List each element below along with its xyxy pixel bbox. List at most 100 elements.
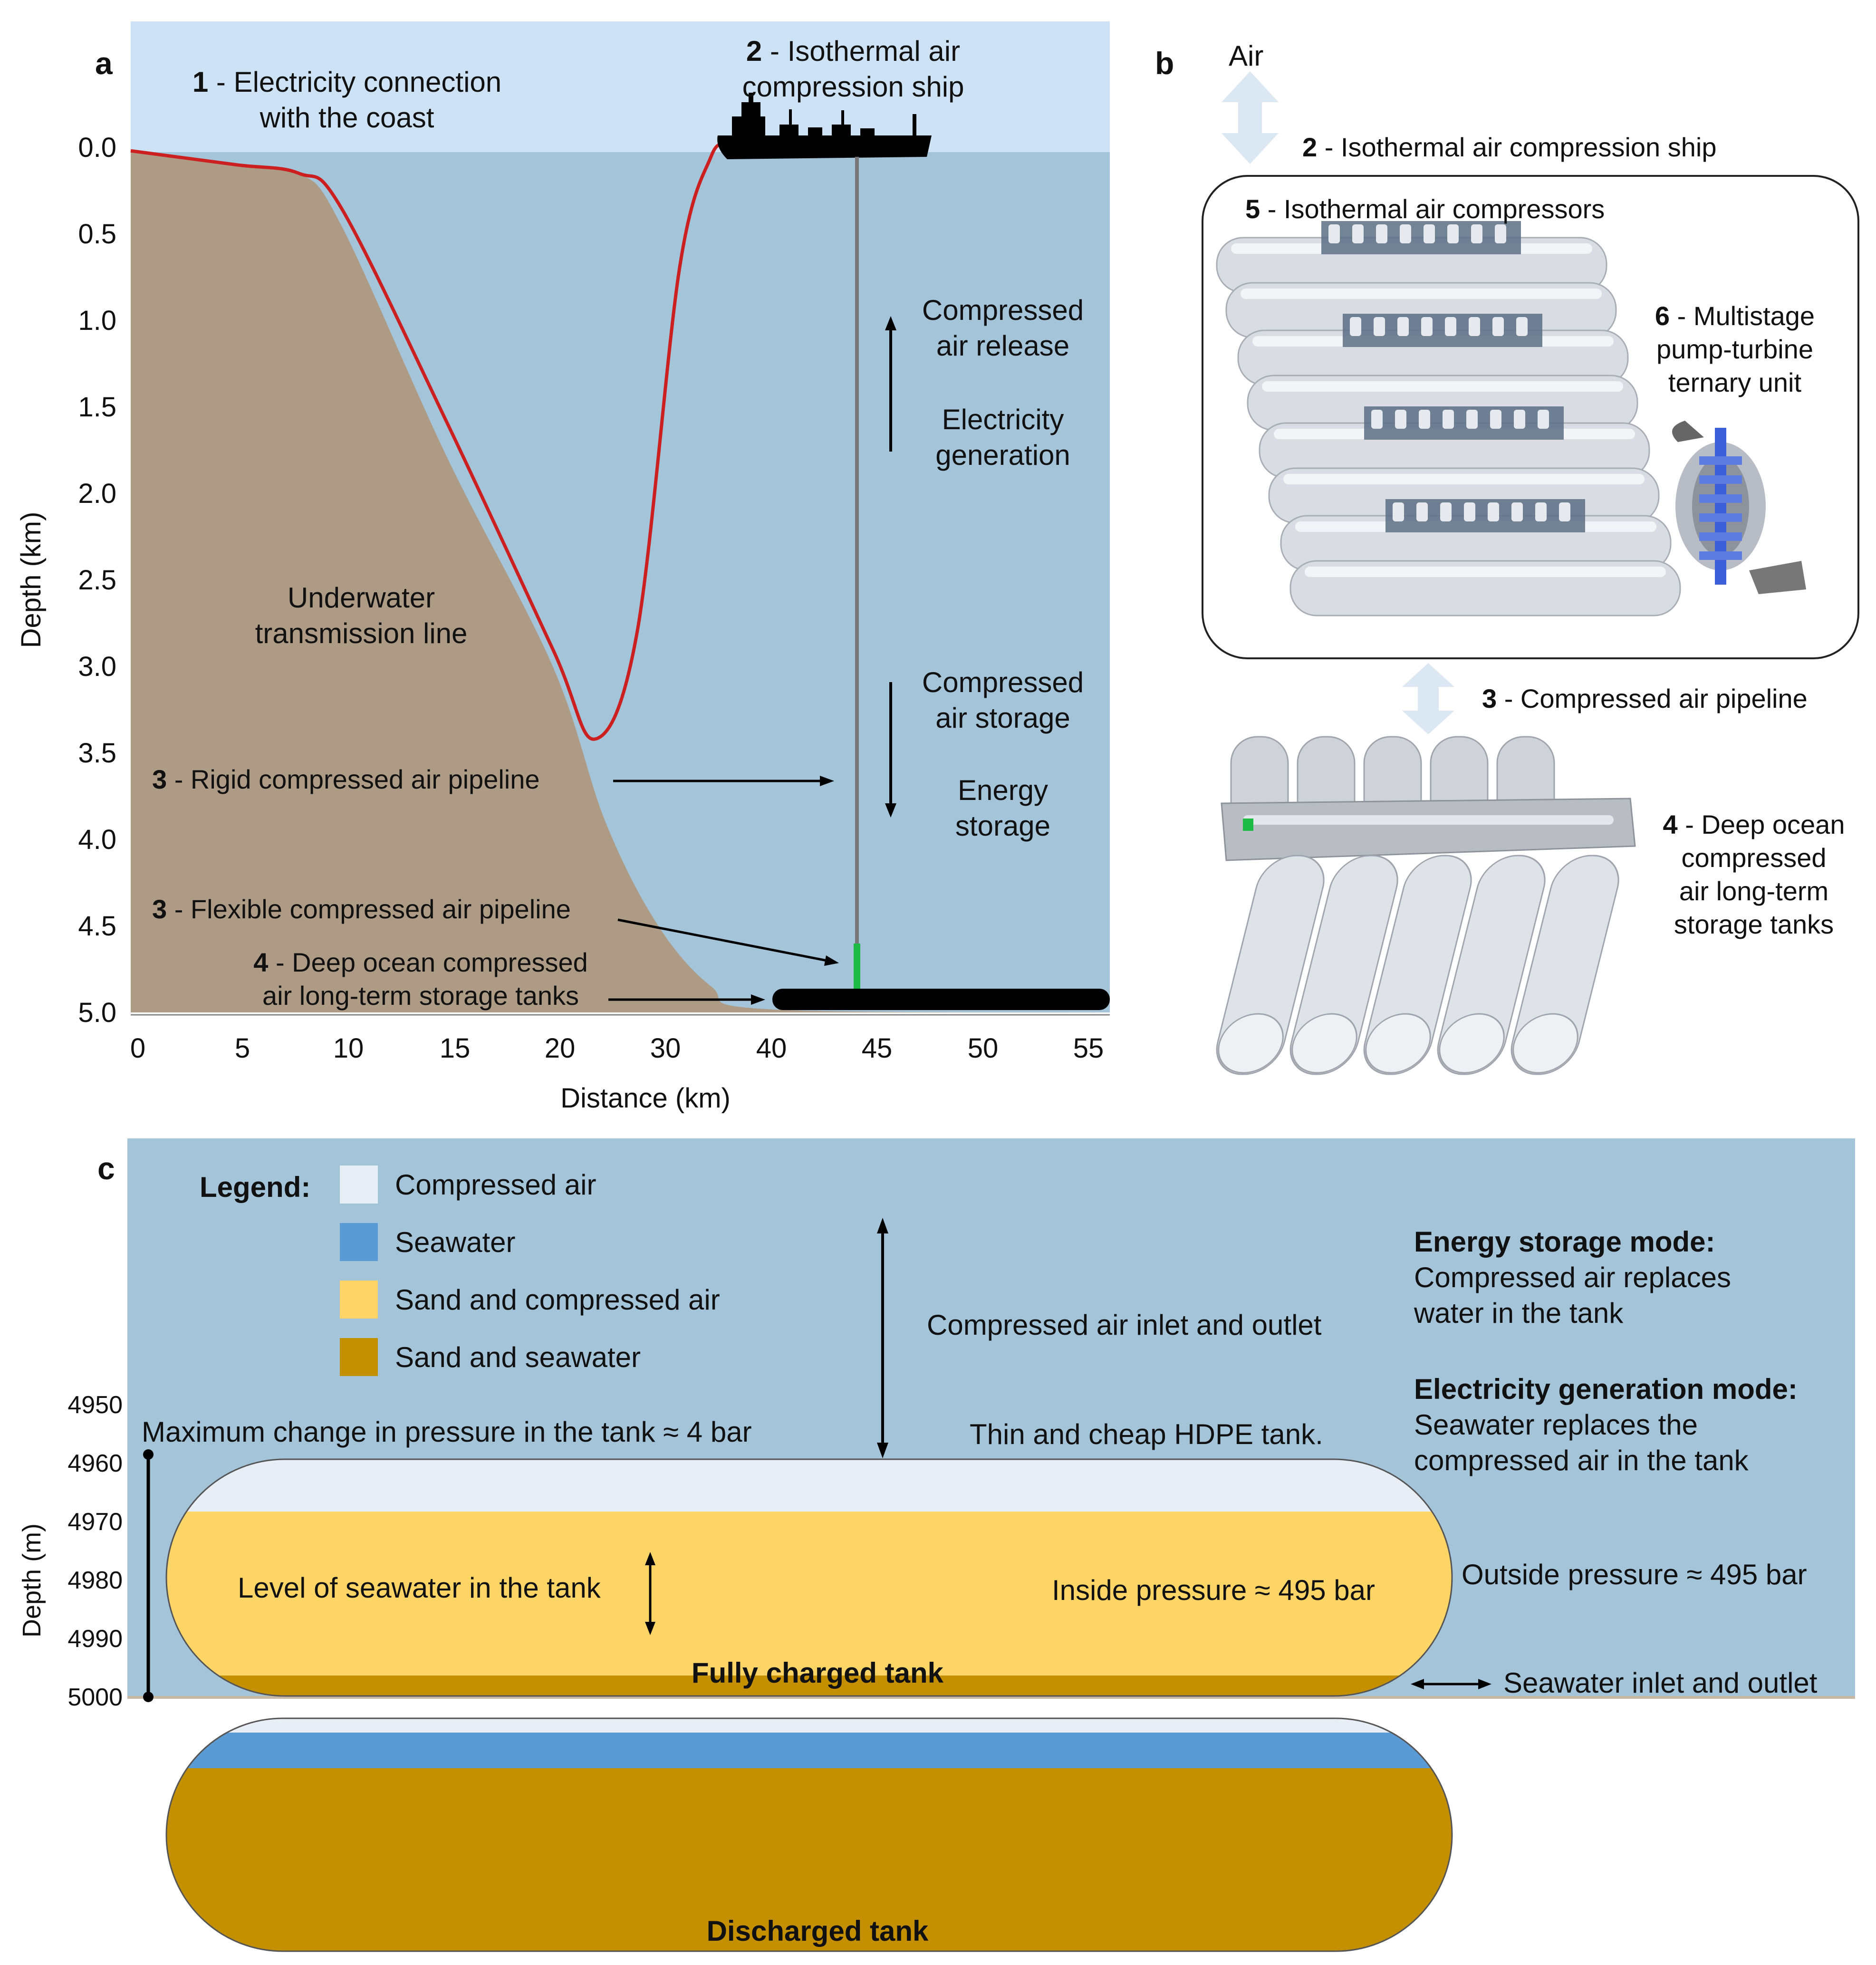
y-tick-label: 5.0	[78, 997, 116, 1028]
pressure-range-bar	[143, 1449, 154, 1702]
seabed	[131, 151, 1110, 1012]
lower-tank	[1216, 855, 1325, 1075]
label-seawater-level: Level of seawater in the tank	[238, 1572, 601, 1604]
panel-label-a: a	[95, 46, 113, 81]
pump-turbine-icon	[1672, 421, 1806, 594]
machinery-part	[1400, 224, 1411, 243]
machinery-part	[1352, 224, 1364, 243]
machinery-part	[1393, 502, 1404, 521]
machinery-part	[1490, 410, 1501, 429]
y-tick-label: 3.5	[78, 738, 116, 769]
y-tick-label: 0.5	[78, 219, 116, 250]
machinery-part	[1443, 410, 1454, 429]
machinery-part	[1440, 502, 1452, 521]
machinery-part	[1516, 317, 1528, 336]
label-hdpe-tank: Thin and cheap HDPE tank.	[970, 1418, 1323, 1450]
machinery-part	[1447, 224, 1459, 243]
ship-icon	[717, 93, 932, 159]
machinery-part	[1471, 224, 1482, 243]
pipeline-double-arrow-icon	[1402, 663, 1454, 734]
machinery-part	[1328, 224, 1340, 243]
lower-tank	[1510, 855, 1619, 1075]
machinery-part	[1469, 317, 1480, 336]
manifold-frame	[1221, 798, 1636, 861]
swatch-sand-air	[340, 1281, 378, 1319]
label-b-compressors: 5 - Isothermal air compressors	[1245, 194, 1605, 224]
machinery-part	[1445, 317, 1456, 336]
machinery-part	[1376, 224, 1387, 243]
x-tick-label: 55	[1073, 1033, 1104, 1064]
cylinder-highlight	[1305, 567, 1666, 577]
y-tick-label-c: 4990	[67, 1625, 123, 1653]
machinery-part	[1492, 317, 1504, 336]
storage-tanks	[772, 989, 1110, 1010]
machinery-part	[1511, 502, 1523, 521]
machinery-part	[1395, 410, 1406, 429]
legend-item-sand-water: Sand and seawater	[340, 1338, 641, 1376]
seafloor-c	[127, 1696, 1855, 1699]
machinery-part	[1424, 224, 1435, 243]
flexible-pipeline-arrow	[617, 918, 839, 966]
x-tick-label: 0	[130, 1033, 145, 1064]
label-seawater-inlet: Seawater inlet and outlet	[1503, 1667, 1818, 1699]
machinery-part	[1535, 502, 1547, 521]
x-tick-label: 50	[968, 1033, 999, 1064]
label-rigid-pipeline: 3 - Rigid compressed air pipeline	[152, 764, 540, 794]
label-discharged: Discharged tank	[706, 1915, 929, 1947]
y-tick-label: 0.0	[78, 132, 116, 163]
tanks-arrow	[608, 994, 765, 1005]
air-inlet-double-arrow	[877, 1218, 888, 1458]
machinery-part	[1421, 317, 1433, 336]
y-tick-label: 2.0	[78, 478, 116, 509]
swatch-sand-water	[340, 1338, 378, 1376]
label-air-inlet-outlet: Compressed air inlet and outlet	[927, 1309, 1322, 1341]
energy-storage-mode: Energy storage mode:Compressed air repla…	[1414, 1226, 1731, 1329]
y-tick-label-c: 4980	[67, 1567, 123, 1594]
label-air: Air	[1229, 40, 1264, 72]
label-flexible-pipeline: 3 - Flexible compressed air pipeline	[152, 894, 571, 924]
y-tick-label-c: 4950	[67, 1391, 123, 1419]
panel-label-b: b	[1155, 46, 1174, 81]
fully-charged-tank	[166, 1459, 1452, 1696]
machinery-part	[1559, 502, 1570, 521]
rigid-pipeline-arrow	[613, 776, 834, 786]
cylinder-highlight	[1262, 381, 1623, 392]
machinery-part	[1350, 317, 1361, 336]
lower-tank	[1363, 855, 1472, 1075]
machinery-part	[1419, 410, 1430, 429]
underwater-transmission-line	[130, 143, 728, 741]
label-b-pipeline: 3 - Compressed air pipeline	[1482, 684, 1808, 713]
up-arrow	[885, 316, 896, 452]
x-tick-label: 40	[756, 1033, 787, 1064]
legend-item-compressed-air: Compressed air	[340, 1166, 596, 1204]
y-tick-label: 4.5	[78, 911, 116, 942]
down-arrow	[885, 682, 896, 818]
legend-item-seawater: Seawater	[340, 1223, 515, 1261]
lower-tank	[1289, 855, 1398, 1075]
x-tick-label: 5	[235, 1033, 250, 1064]
y-tick-label-c: 5000	[67, 1684, 123, 1711]
x-tick-label: 20	[545, 1033, 576, 1064]
sky	[131, 21, 1110, 154]
label-b-ship: 2 - Isothermal air compression ship	[1302, 132, 1717, 162]
label-max-pressure-change: Maximum change in pressure in the tank ≈…	[142, 1416, 752, 1448]
air-double-arrow-icon	[1222, 71, 1279, 164]
machinery-part	[1514, 410, 1525, 429]
green-valve	[1243, 819, 1253, 831]
y-tick-label: 3.0	[78, 651, 116, 682]
x-tick-label: 30	[650, 1033, 681, 1064]
label-inside-pressure: Inside pressure ≈ 495 bar	[1052, 1574, 1375, 1606]
discharged-tank	[166, 1718, 1452, 1951]
swatch-seawater	[340, 1223, 378, 1261]
